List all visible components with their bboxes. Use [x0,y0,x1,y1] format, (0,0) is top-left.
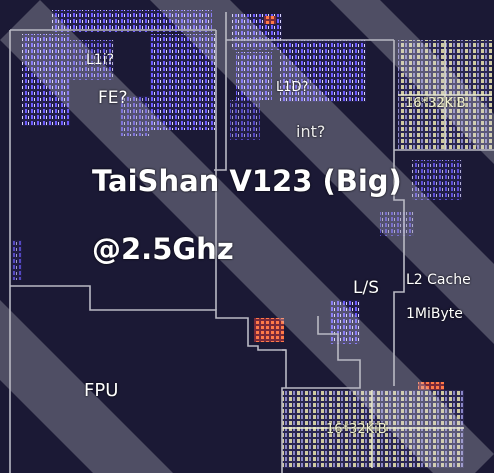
l1i-label: L1i? [86,52,114,68]
load-store-label: L/S [353,278,379,298]
integer-label: int? [296,122,325,141]
l2-cache-size: 1MiByte [406,306,463,322]
fpu-label: FPU [84,380,118,401]
core-frequency: @2.5Ghz [92,232,234,266]
sram-bottom-label: 16*32KiB [326,422,387,437]
l1d-label: L1D? [276,80,308,95]
frontend-label: FE? [98,88,128,108]
core-title: TaiShan V123 (Big) [92,164,402,198]
sram-top-label: 16*32KiB [405,96,466,111]
l2-cache-label: L2 Cache [406,272,471,288]
